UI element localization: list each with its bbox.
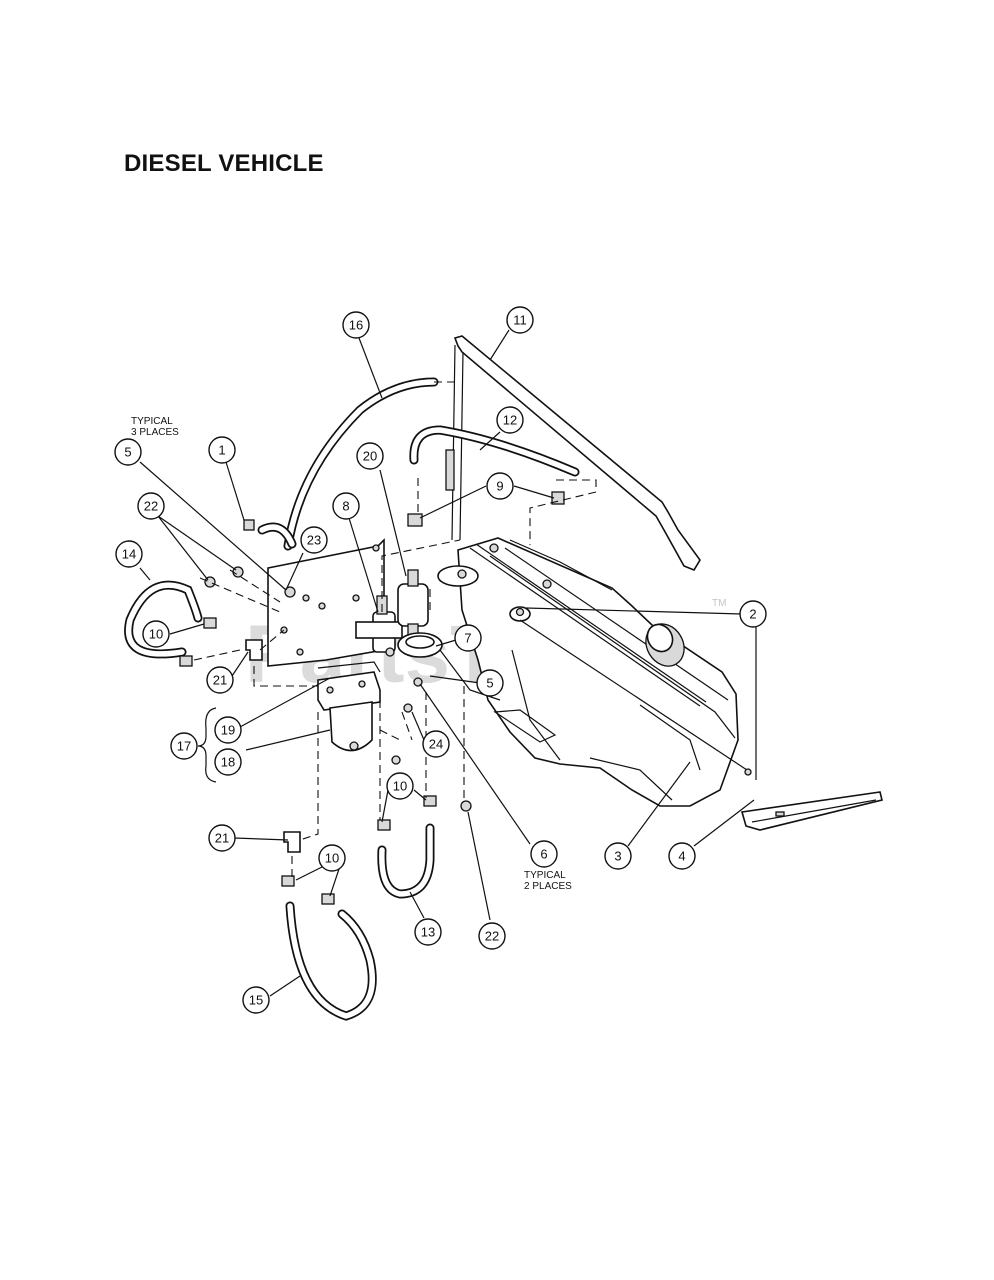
callout-label: 10	[325, 851, 339, 866]
callout-18: 18	[214, 748, 242, 776]
callout-2: 2	[739, 600, 767, 628]
note-line-1: TYPICAL	[524, 870, 566, 881]
note-typical-3: TYPICAL 3 PLACES	[131, 416, 179, 438]
callout-15: 15	[242, 986, 270, 1014]
callout-23: 23	[300, 526, 328, 554]
callout-13: 13	[414, 918, 442, 946]
callout-label: 13	[421, 925, 435, 940]
callout-label: 21	[213, 673, 227, 688]
callout-16: 16	[342, 311, 370, 339]
callout-4: 4	[668, 842, 696, 870]
callout-20: 20	[356, 442, 384, 470]
callout-10c: 10	[318, 844, 346, 872]
tank-strap	[451, 335, 701, 571]
callout-22b: 22	[478, 922, 506, 950]
assembly-lines	[193, 381, 597, 878]
callout-19: 19	[214, 716, 242, 744]
callout-label: 8	[342, 499, 349, 514]
callout-label: 2	[749, 607, 756, 622]
hose-14	[124, 580, 203, 659]
callout-label: 15	[249, 993, 263, 1008]
callout-label: 23	[307, 533, 321, 548]
callout-label: 5	[124, 445, 131, 460]
callout-22a: 22	[137, 492, 165, 520]
fittings	[179, 491, 565, 905]
callout-24: 24	[422, 730, 450, 758]
callout-label: 10	[149, 627, 163, 642]
callout-label: 7	[464, 631, 471, 646]
callout-8: 8	[332, 492, 360, 520]
leader-lines	[139, 329, 757, 997]
page-title: DIESEL VEHICLE	[124, 150, 324, 177]
note-line-2: 3 PLACES	[131, 427, 179, 438]
callout-6: 6	[530, 840, 558, 868]
note-typical-2: TYPICAL 2 PLACES	[524, 870, 572, 892]
callout-label: 17	[177, 739, 191, 754]
note-line-1: TYPICAL	[131, 416, 173, 427]
callout-label: 20	[363, 449, 377, 464]
callout-label: 11	[513, 313, 527, 328]
callout-11: 11	[506, 306, 534, 334]
callout-5a: 5	[114, 438, 142, 466]
callout-7: 7	[454, 624, 482, 652]
callout-label: 5	[486, 676, 493, 691]
callout-label: 1	[218, 443, 225, 458]
callout-label: 10	[393, 779, 407, 794]
callout-12: 12	[496, 406, 524, 434]
callout-label: 3	[614, 849, 621, 864]
callout-21a: 21	[206, 666, 234, 694]
callout-label: 9	[496, 479, 503, 494]
watermark-tm: TM	[712, 598, 726, 609]
callout-label: 12	[503, 413, 517, 428]
hose-16	[283, 377, 439, 551]
callout-10a: 10	[142, 620, 170, 648]
callout-label: 18	[221, 755, 235, 770]
note-line-2: 2 PLACES	[524, 881, 572, 892]
callout-label: 14	[122, 547, 136, 562]
hose-clamp	[397, 632, 501, 701]
callout-label: 24	[429, 737, 443, 752]
callout-17: 17	[170, 732, 198, 760]
hold-down-rod	[519, 619, 883, 831]
callout-label: 22	[485, 929, 499, 944]
callout-label: 19	[221, 723, 235, 738]
callout-14: 14	[115, 540, 143, 568]
callout-10b: 10	[386, 772, 414, 800]
callout-label: 4	[678, 849, 685, 864]
callout-label: 16	[349, 318, 363, 333]
callout-label: 6	[540, 847, 547, 862]
callout-label: 22	[144, 499, 158, 514]
callout-9: 9	[486, 472, 514, 500]
hose-15	[285, 901, 377, 1021]
hose-1	[257, 522, 297, 549]
callout-5b: 5	[476, 669, 504, 697]
hose-13	[377, 823, 435, 899]
inline-filter	[397, 569, 429, 639]
callout-1: 1	[208, 436, 236, 464]
callout-3: 3	[604, 842, 632, 870]
water-separator	[317, 661, 381, 752]
mounting-plate	[267, 538, 385, 667]
callout-21b: 21	[208, 824, 236, 852]
callout-label: 21	[215, 831, 229, 846]
hose-12	[409, 425, 580, 491]
